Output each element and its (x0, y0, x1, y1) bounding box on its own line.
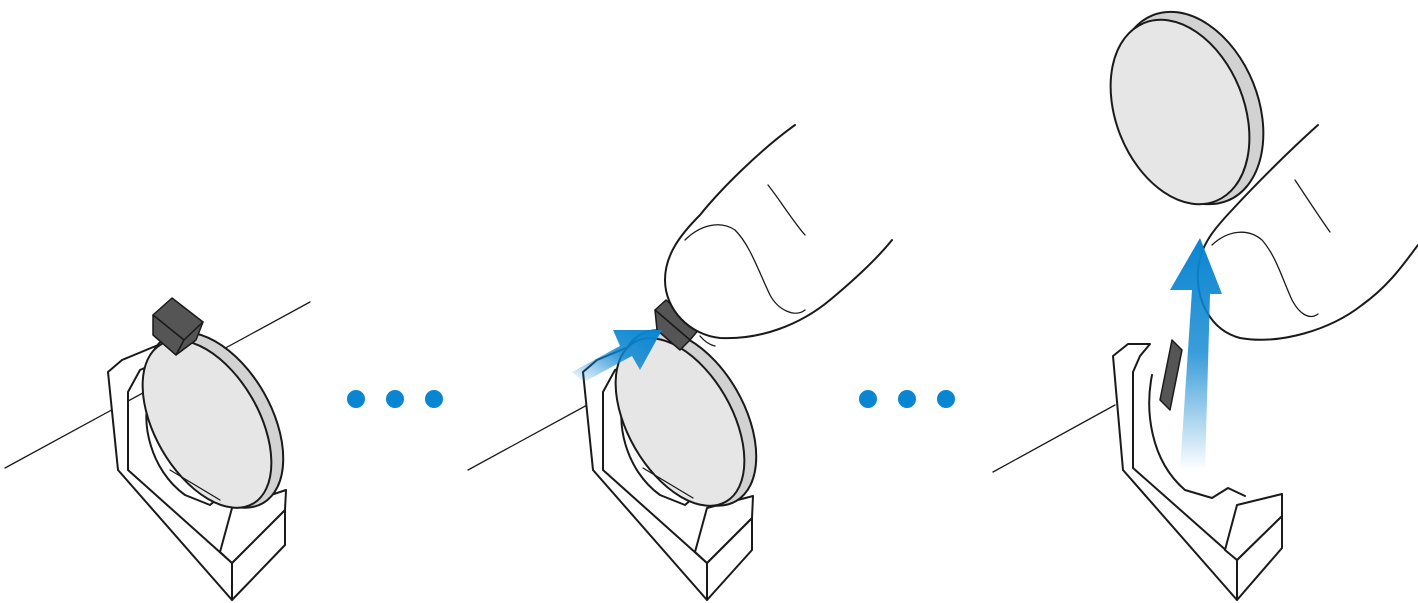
ellipsis-dots-icon (347, 390, 443, 408)
step-2 (468, 125, 892, 600)
step-3 (993, 0, 1418, 600)
board-edge-line (993, 405, 1115, 472)
board-edge-line (468, 398, 600, 470)
finger-icon (665, 125, 892, 346)
ellipsis-dots-icon (859, 390, 955, 408)
step-1 (5, 298, 311, 600)
